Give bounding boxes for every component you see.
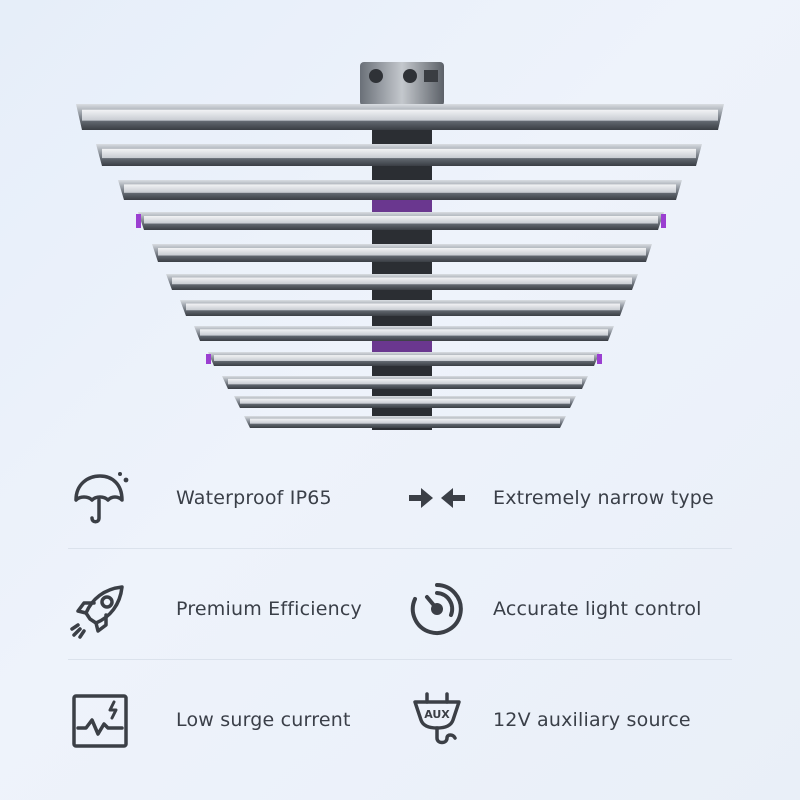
light-bar — [244, 416, 566, 428]
narrow-arrows-icon — [405, 466, 469, 530]
surge-monitor-icon — [68, 688, 132, 752]
feature-label: Accurate light control — [493, 598, 702, 620]
feature-row: Low surge current AUX 12V auxiliary sour… — [68, 670, 732, 770]
feature-narrow: Extremely narrow type — [405, 466, 732, 530]
umbrella-icon — [68, 466, 132, 530]
feature-row: Premium Efficiency Accurate light contro… — [68, 559, 732, 660]
dial-control-icon — [405, 577, 469, 641]
light-bar — [118, 180, 682, 200]
feature-row: Waterproof IP65 Extremely narrow type — [68, 448, 732, 549]
feature-efficiency: Premium Efficiency — [68, 577, 395, 641]
light-bar — [76, 104, 724, 130]
light-bar — [206, 352, 602, 366]
rocket-icon — [68, 577, 132, 641]
feature-label: Waterproof IP65 — [176, 487, 332, 509]
light-bar — [96, 144, 702, 166]
aux-plug-icon: AUX — [405, 688, 469, 752]
light-bar — [180, 300, 626, 316]
feature-label: 12V auxiliary source — [493, 709, 691, 731]
feature-label: Extremely narrow type — [493, 487, 714, 509]
dimmer-knob — [369, 69, 383, 83]
feature-light-control: Accurate light control — [405, 577, 732, 641]
feature-aux-source: AUX 12V auxiliary source — [405, 688, 732, 752]
light-bar — [194, 326, 614, 341]
light-bar — [166, 274, 638, 290]
driver-box — [360, 62, 444, 106]
light-bar — [136, 212, 666, 230]
feature-list: Waterproof IP65 Extremely narrow type — [68, 448, 732, 770]
feature-waterproof: Waterproof IP65 — [68, 466, 395, 530]
dimmer-knob — [403, 69, 417, 83]
aux-icon-text: AUX — [424, 708, 450, 721]
feature-label: Premium Efficiency — [176, 598, 362, 620]
feature-label: Low surge current — [176, 709, 351, 731]
light-bar — [152, 244, 652, 262]
light-bar — [234, 396, 576, 408]
grow-light-fixture-image — [76, 62, 724, 430]
light-bar — [222, 376, 588, 389]
feature-surge: Low surge current — [68, 688, 395, 752]
